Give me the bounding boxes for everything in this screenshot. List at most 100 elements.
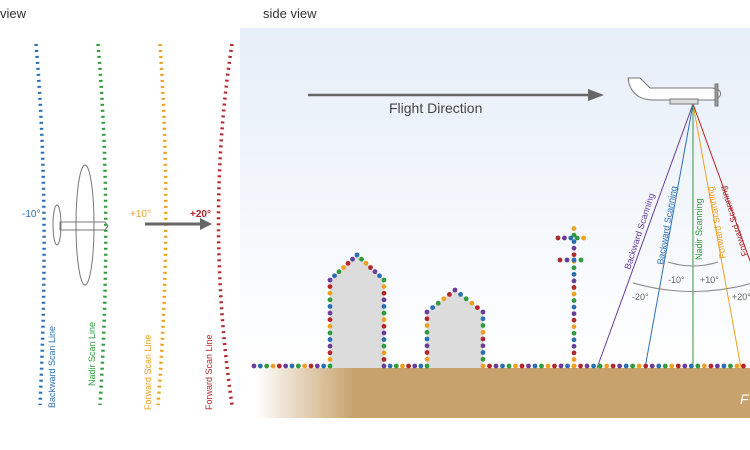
lidar-point — [406, 363, 411, 369]
lidar-point — [424, 343, 430, 349]
lidar-point — [571, 317, 577, 323]
shift-arrow — [145, 218, 212, 230]
beam-backward-20 — [596, 103, 694, 369]
lidar-point — [526, 363, 531, 369]
lidar-point — [571, 324, 577, 330]
lidar-point — [327, 304, 333, 309]
lidar-point — [289, 363, 295, 369]
lidar-point — [506, 363, 512, 369]
lidar-point — [539, 363, 544, 369]
lidar-point — [381, 330, 387, 336]
lidar-point — [568, 235, 574, 241]
angle-label-plus-10: +10° — [130, 209, 151, 220]
lidar-point — [257, 363, 263, 369]
beam-forward-20 — [692, 103, 750, 263]
lidar-point — [630, 363, 636, 369]
lidar-point — [552, 363, 557, 369]
angle-arcs — [632, 261, 750, 292]
lidar-point — [327, 284, 333, 290]
lidar-point — [734, 363, 740, 369]
lidar-point — [682, 363, 688, 369]
lidar-point — [327, 330, 333, 336]
lidar-point — [480, 356, 486, 362]
lidar-point — [571, 252, 577, 258]
lidar-point — [480, 309, 486, 315]
lidar-point — [350, 256, 355, 262]
lidar-point — [480, 336, 486, 342]
lidar-point — [424, 316, 430, 322]
lidar-point — [480, 343, 486, 349]
lidar-point — [715, 363, 720, 369]
lidar-point — [283, 363, 289, 369]
lidar-point — [387, 363, 393, 369]
lidar-point — [354, 252, 360, 258]
lidar-point — [381, 277, 387, 283]
ground-fade — [255, 368, 355, 418]
lidar-point — [447, 292, 452, 297]
lidar-point — [571, 357, 577, 362]
lidar-point — [610, 363, 616, 369]
lidar-point — [500, 363, 505, 369]
forward-scan-line-20 — [216, 43, 234, 406]
lidar-point — [424, 363, 430, 369]
point-cloud — [251, 226, 746, 369]
airplane-top-view — [52, 164, 109, 286]
beam-label-nadir: Nadir Scanning — [694, 198, 704, 260]
backward-scan-line-label: Backward Scan Line — [47, 326, 57, 408]
lidar-point — [597, 363, 603, 369]
flight-direction-arrow — [308, 89, 604, 101]
lidar-point — [359, 256, 364, 262]
lidar-point — [562, 235, 567, 241]
lidar-point — [430, 305, 435, 310]
lidar-point — [424, 329, 430, 335]
lidar-point — [571, 285, 577, 290]
lidar-point — [381, 310, 387, 316]
lidar-point — [557, 257, 563, 263]
lidar-point — [345, 260, 351, 266]
lidar-point — [649, 363, 655, 369]
lidar-point — [571, 226, 577, 231]
lidar-point — [532, 363, 538, 369]
lidar-point — [400, 363, 405, 369]
lidar-point — [571, 265, 577, 271]
lidar-point — [270, 363, 276, 369]
side-angle-minus-10: -10° — [668, 275, 685, 285]
lidar-point — [480, 323, 486, 328]
lidar-point — [295, 363, 301, 369]
lidar-point — [571, 330, 577, 336]
lidar-point — [571, 337, 577, 343]
lidar-point — [381, 304, 387, 309]
sky-background — [240, 28, 750, 368]
lidar-point — [435, 300, 441, 306]
lidar-point — [327, 343, 333, 349]
lidar-point — [327, 310, 333, 316]
lidar-point — [480, 316, 486, 322]
lidar-point — [458, 292, 463, 297]
lidar-point — [336, 269, 342, 275]
lidar-point — [695, 363, 701, 369]
lidar-point — [487, 363, 492, 369]
lidar-point — [264, 363, 270, 369]
lidar-point — [688, 363, 694, 369]
lidar-point — [480, 363, 486, 369]
lidar-point — [424, 309, 430, 315]
lidar-point — [578, 257, 584, 263]
lidar-point — [584, 363, 590, 369]
lidar-point — [381, 356, 387, 362]
scanning-beams — [596, 103, 750, 369]
lidar-point — [571, 232, 577, 238]
lidar-point — [701, 363, 707, 369]
lidar-point — [475, 305, 480, 310]
lidar-point — [571, 291, 577, 297]
lidar-point — [741, 363, 746, 369]
lidar-point — [708, 363, 714, 369]
lidar-point — [314, 363, 320, 369]
lidar-point — [558, 363, 564, 369]
lidar-point — [327, 337, 333, 342]
lidar-point — [327, 297, 333, 303]
lidar-point — [636, 363, 642, 369]
lidar-point — [308, 363, 314, 369]
forward-scan-line-label-20: Forward Scan Line — [204, 334, 214, 410]
backward-scan-line — [34, 43, 46, 406]
lidar-point — [302, 363, 308, 369]
